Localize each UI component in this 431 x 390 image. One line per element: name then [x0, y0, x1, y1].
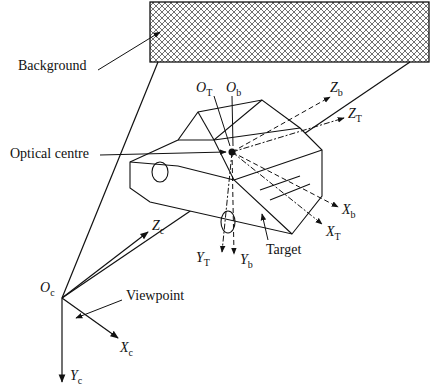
axis-label: Xc	[120, 340, 133, 358]
origin-label: Oc	[40, 280, 55, 298]
target-label: Target	[266, 242, 301, 257]
axis-label: Zb	[330, 80, 343, 98]
axis-label: ZT	[348, 106, 362, 124]
axis-label: YT	[196, 250, 210, 268]
axis-label: Zc	[152, 218, 164, 236]
axis-label: Yb	[240, 252, 253, 270]
optical-centre-label: Optical centre	[10, 146, 89, 161]
axis-label: Yc	[70, 368, 82, 386]
origin-label: Ob	[226, 80, 241, 98]
background-label: Background	[18, 58, 86, 73]
axis-label: XT	[326, 224, 341, 242]
origin-label: OT	[196, 80, 212, 98]
viewpoint-label: Viewpoint	[126, 288, 184, 303]
axis-label: Xb	[342, 202, 356, 220]
